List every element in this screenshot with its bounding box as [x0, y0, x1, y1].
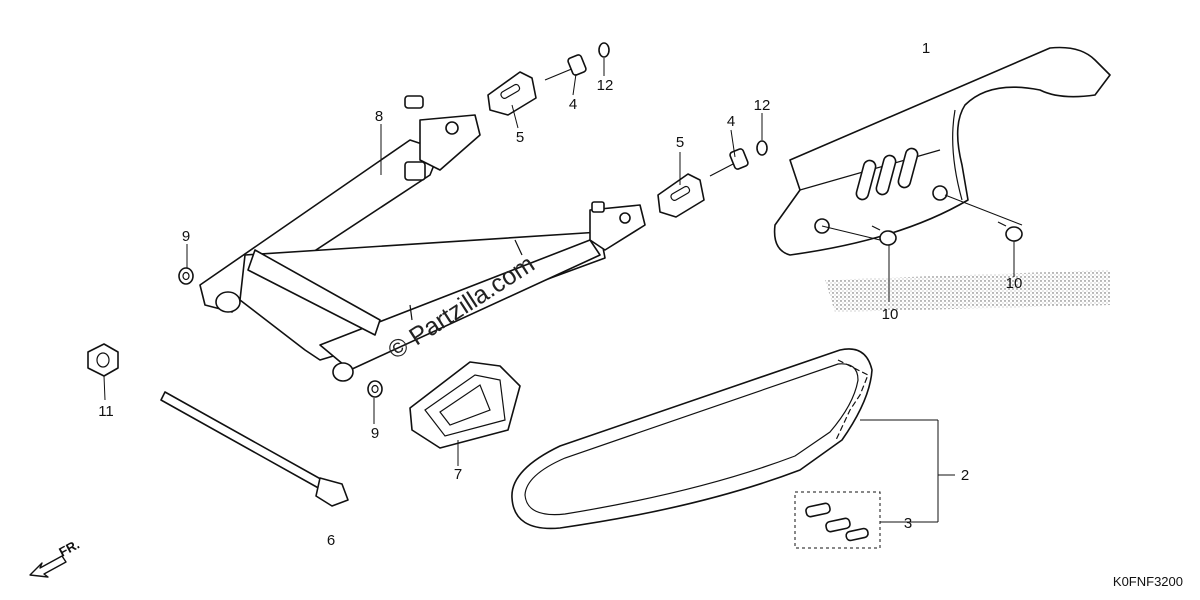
drive-chain-part[interactable]	[511, 348, 873, 530]
nut-part-upper[interactable]	[598, 42, 610, 58]
chain-adjuster-part-upper[interactable]	[487, 71, 537, 116]
arrow-left-icon	[29, 555, 67, 578]
washer-part-bottom[interactable]	[367, 380, 383, 398]
washer-part-left[interactable]	[178, 267, 194, 285]
diagram-code: K0FNF3200	[1113, 574, 1183, 589]
callout-1: 1	[922, 40, 930, 57]
callout-11: 11	[98, 403, 114, 420]
callout-10-left: 10	[882, 306, 899, 323]
callout-4-upper: 4	[569, 96, 577, 113]
callout-4-lower: 4	[727, 113, 735, 130]
callout-3: 3	[904, 515, 912, 532]
callout-10-right: 10	[1006, 275, 1023, 292]
callout-5-lower: 5	[676, 134, 684, 151]
callout-12-upper: 12	[597, 77, 614, 94]
swingarm-part[interactable]	[199, 95, 646, 382]
master-link-part[interactable]	[794, 491, 881, 549]
leader-lines	[103, 58, 1023, 523]
pivot-nut-part[interactable]	[87, 343, 119, 377]
case-bolt-right[interactable]	[997, 221, 1023, 242]
front-direction-indicator: FR.	[29, 537, 82, 578]
callout-8: 8	[375, 108, 383, 125]
chain-adjuster-part-lower[interactable]	[657, 173, 705, 218]
callout-5-upper: 5	[516, 129, 524, 146]
adjusting-bolt-upper[interactable]	[544, 54, 587, 81]
callout-12-lower: 12	[754, 97, 771, 114]
callout-9-bottom: 9	[371, 425, 379, 442]
case-bolt-left[interactable]	[871, 225, 897, 246]
callout-2: 2	[961, 467, 969, 484]
chain-case-part[interactable]	[773, 46, 1111, 313]
chain-slider-part[interactable]	[409, 361, 521, 449]
callout-7: 7	[454, 466, 462, 483]
nut-part-lower[interactable]	[756, 140, 768, 156]
adjusting-bolt-lower[interactable]	[709, 148, 749, 177]
callout-6: 6	[327, 532, 335, 549]
callout-9-left: 9	[182, 228, 190, 245]
pivot-bolt-part[interactable]	[160, 391, 349, 507]
